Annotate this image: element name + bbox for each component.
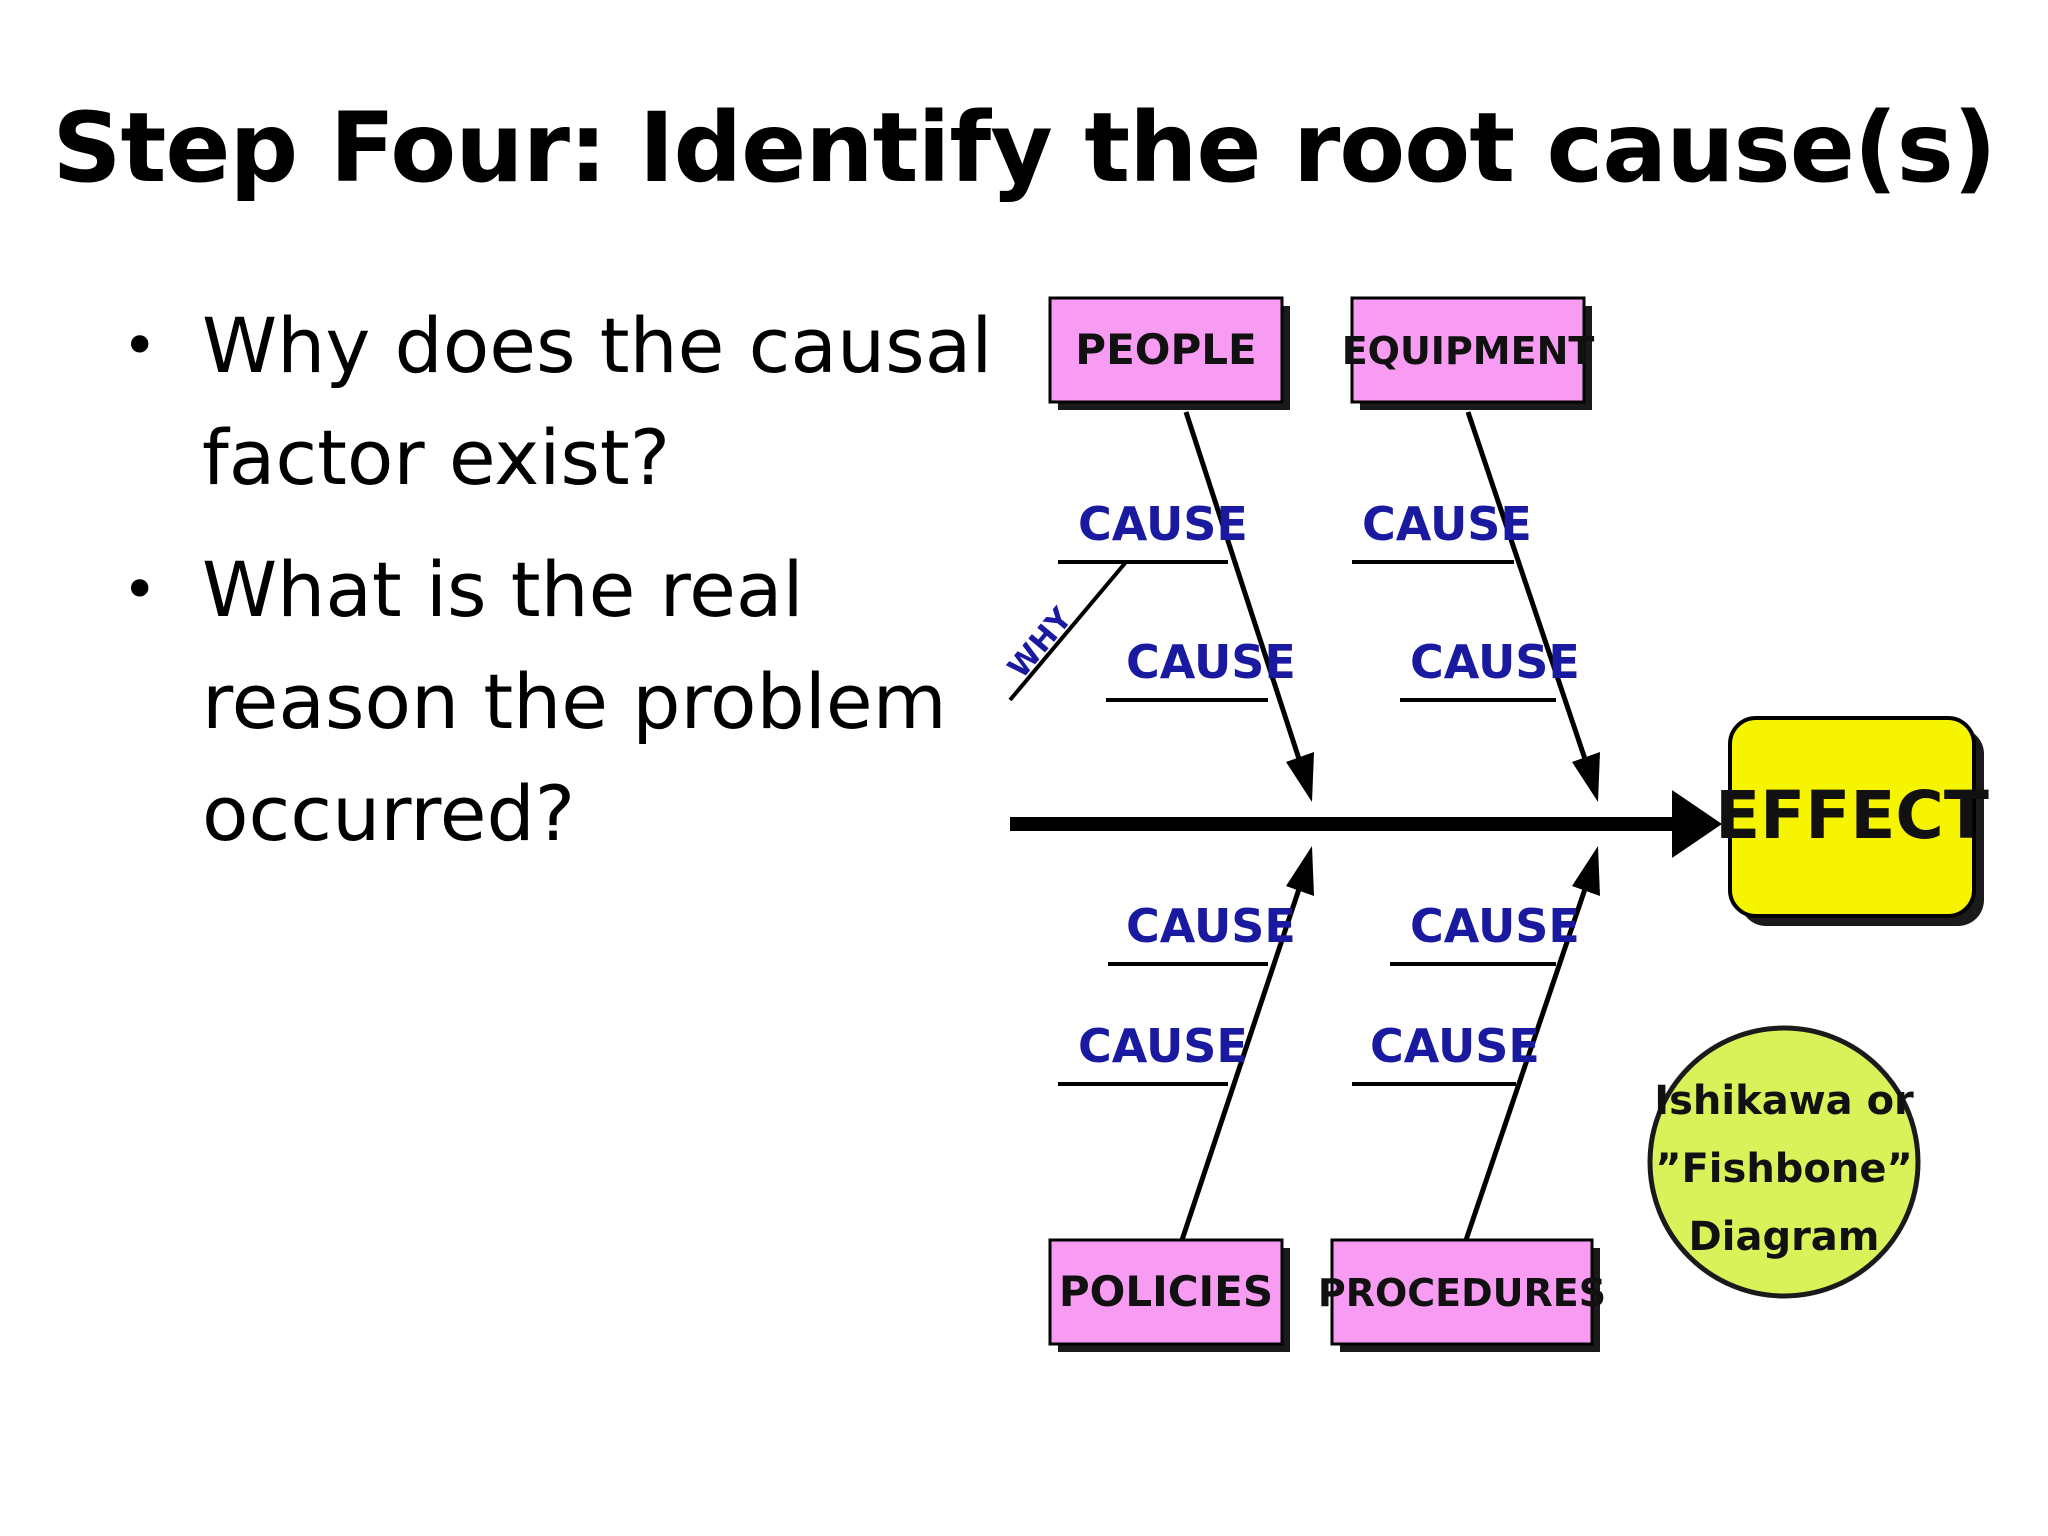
bone-people-arrowhead <box>1286 752 1314 802</box>
bullet-line: occurred? <box>202 769 576 858</box>
caption-line: ”Fishbone” <box>1655 1146 1913 1192</box>
bone-policies <box>1179 885 1303 1241</box>
category-label-procedures: PROCEDURES <box>1318 1271 1606 1315</box>
bone-procedures <box>1463 885 1589 1241</box>
cause-label: CAUSE <box>1362 497 1532 551</box>
category-label-people: PEOPLE <box>1075 325 1256 374</box>
bullet-line: reason the problem <box>202 657 947 746</box>
bullet-line: Why does the causal <box>202 301 993 390</box>
category-box-equipment: EQUIPMENT <box>1342 296 1595 410</box>
bullet-line: factor exist? <box>202 413 671 502</box>
category-label-policies: POLICIES <box>1059 1267 1273 1316</box>
cause-label: CAUSE <box>1410 635 1580 689</box>
cause-label: CAUSE <box>1078 497 1248 551</box>
caption-line: Ishikawa or <box>1654 1078 1914 1124</box>
slide-title: Step Four: Identify the root cause(s) <box>52 92 1996 204</box>
bullet-dot-icon: • <box>122 311 158 381</box>
category-box-people: PEOPLE <box>1048 296 1290 410</box>
why-line <box>1008 560 1128 702</box>
spine-arrowhead <box>1672 790 1722 858</box>
bone-procedures-arrowhead <box>1572 846 1600 896</box>
category-label-equipment: EQUIPMENT <box>1342 329 1595 373</box>
bullet-item: • What is the real reason the problem oc… <box>122 534 1022 870</box>
why-label: WHY <box>1001 600 1080 685</box>
bone-policies-arrowhead <box>1286 846 1314 896</box>
bullet-line: What is the real <box>202 545 804 634</box>
cause-label: CAUSE <box>1370 1019 1540 1073</box>
cause-label: CAUSE <box>1078 1019 1248 1073</box>
cause-label: CAUSE <box>1410 899 1580 953</box>
bullet-item: • Why does the causal factor exist? <box>122 290 1022 514</box>
bone-people <box>1183 411 1303 763</box>
cause-label: CAUSE <box>1126 635 1296 689</box>
effect-label: EFFECT <box>1715 777 1989 854</box>
cause-label: CAUSE <box>1126 899 1296 953</box>
bullet-dot-icon: • <box>122 555 158 625</box>
category-box-policies: POLICIES <box>1048 1238 1290 1352</box>
category-box-procedures: PROCEDURES <box>1318 1238 1606 1352</box>
bone-equipment <box>1465 411 1589 763</box>
bone-equipment-arrowhead <box>1572 752 1600 802</box>
caption-line: Diagram <box>1689 1214 1880 1260</box>
effect-box: EFFECT <box>1715 716 1989 926</box>
bullet-list: • Why does the causal factor exist? • Wh… <box>122 290 1022 890</box>
caption-circle: Ishikawa or ”Fishbone” Diagram <box>1647 1025 1921 1299</box>
